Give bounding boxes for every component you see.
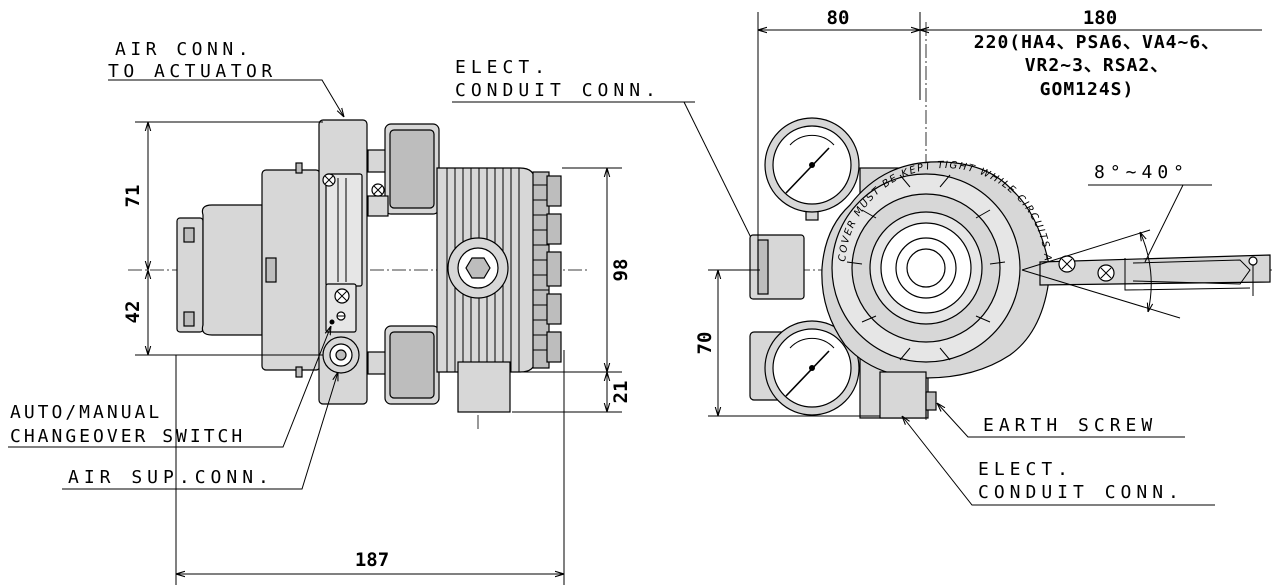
label-auto-manual-line2: CHANGEOVER SWITCH	[10, 426, 245, 447]
earth-screw	[925, 391, 937, 411]
positioner-housing	[261, 119, 368, 405]
dim-70: 70	[694, 332, 716, 355]
label-auto-manual-line1: AUTO/MANUAL	[10, 402, 162, 423]
dim-187: 187	[355, 549, 389, 571]
actuator-adapter	[176, 204, 263, 336]
label-air-conn-line1: AIR CONN.	[115, 39, 253, 60]
label-elect-conduit-top-line2: CONDUIT CONN.	[455, 80, 661, 101]
leader-elect-conduit-bottom	[902, 416, 1215, 506]
label-elect-conduit-top-line1: ELECT.	[455, 57, 550, 78]
side-gauges	[367, 123, 440, 405]
label-air-sup-conn: AIR SUP.CONN.	[68, 467, 274, 488]
label-elect-conduit-bottom-line2: CONDUIT CONN.	[978, 482, 1184, 503]
dim-80: 80	[827, 7, 850, 29]
leader-earth-screw	[937, 403, 1185, 438]
label-elect-conduit-bottom-line1: ELECT.	[978, 459, 1073, 480]
label-earth-screw: EARTH SCREW	[983, 415, 1157, 436]
dim-220-line3: GOM124S)	[1040, 79, 1135, 100]
leader-auto-manual	[8, 326, 331, 448]
side-view-dimensions	[135, 121, 622, 585]
dim-42: 42	[122, 301, 144, 324]
dim-21: 21	[610, 381, 632, 404]
side-view: 71 42 98 21 187 AIR CONN. TO ACTUATOR EL…	[8, 39, 762, 585]
dim-98: 98	[610, 259, 632, 282]
feedback-lever	[1039, 254, 1271, 296]
angle-arc	[1140, 232, 1151, 312]
dim-220-line1: 220(HA4、PSA6、VA4~6、	[974, 32, 1220, 53]
main-body-cylinder	[436, 167, 562, 413]
front-conduit-port	[757, 239, 769, 295]
leader-angle	[1144, 184, 1212, 263]
dim-71: 71	[122, 185, 144, 208]
pressure-gauge-bottom	[764, 320, 860, 416]
label-angle: 8°~40°	[1094, 162, 1189, 183]
leader-air-sup-conn	[62, 372, 338, 490]
dim-180: 180	[1083, 7, 1117, 29]
dim-220-line2: VR2~3、RSA2、	[1025, 55, 1170, 76]
pressure-gauge-top	[764, 117, 860, 221]
leader-air-conn	[108, 79, 344, 117]
label-air-conn-line2: TO ACTUATOR	[108, 61, 277, 82]
